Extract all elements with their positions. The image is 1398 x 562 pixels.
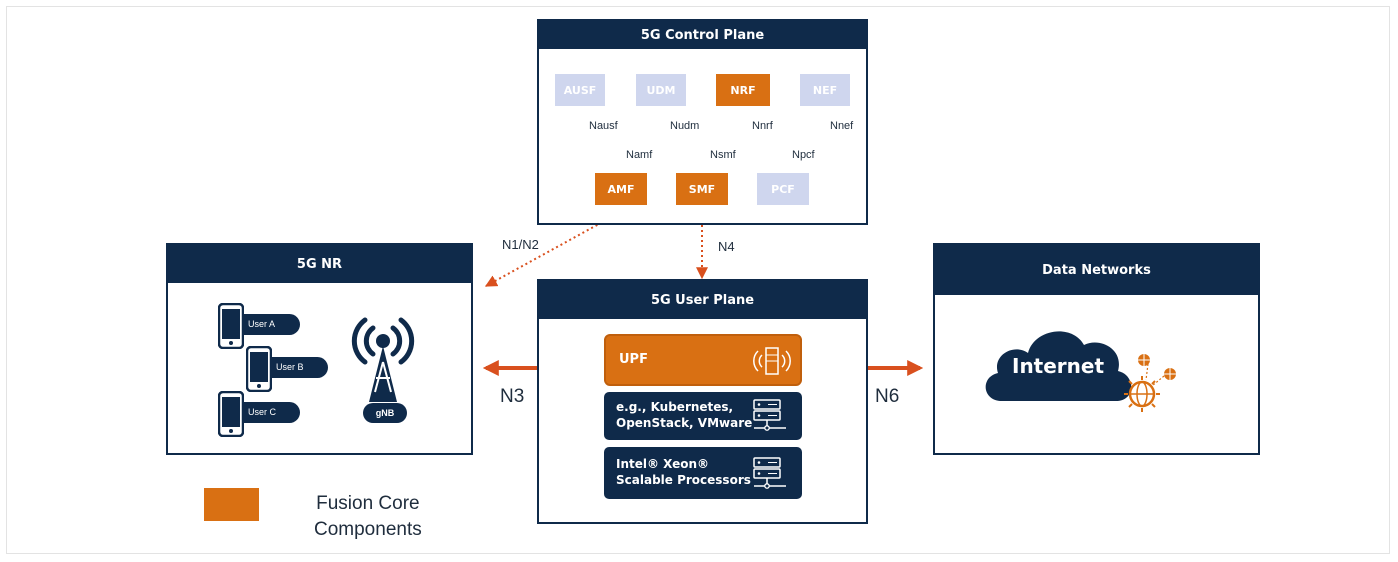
namf-label: Namf: [626, 149, 653, 161]
user-a-label: User A: [238, 314, 300, 335]
cloud-icon: [985, 331, 1132, 401]
nr-title: 5G NR: [168, 245, 471, 283]
n4-label: N4: [718, 239, 735, 254]
upf-block: UPF: [604, 334, 802, 386]
hardware-line1: Intel® Xeon®: [616, 457, 710, 471]
nef-function: NEF: [800, 74, 850, 106]
nrf-function: NRF: [716, 74, 770, 106]
n1n2-link: [484, 207, 630, 287]
control-plane-title: 5G Control Plane: [539, 21, 866, 49]
server-rack-icon: [753, 399, 786, 431]
nudm-label: Nudm: [670, 120, 700, 132]
legend-label-line1: Fusion Core: [316, 493, 420, 514]
nsmf-label: Nsmf: [710, 149, 736, 161]
globe-network-icon: [1124, 354, 1176, 412]
nausf-label: Nausf: [589, 120, 618, 132]
phone-icon: [218, 391, 244, 437]
n6-label: N6: [875, 386, 900, 407]
hardware-line2: Scalable Processors: [616, 473, 751, 487]
udm-function: UDM: [636, 74, 686, 106]
hardware-block: Intel® Xeon® Scalable Processors: [604, 447, 802, 499]
nr-panel: 5G NR: [166, 243, 473, 455]
nnef-label: Nnef: [830, 120, 854, 132]
npcf-label: Npcf: [792, 149, 815, 161]
upf-label: UPF: [619, 352, 648, 367]
n1n2-label: N1/N2: [502, 237, 539, 252]
server-signal-icon: [753, 347, 791, 375]
legend-swatch: [204, 488, 259, 521]
user-c-label: User C: [238, 402, 300, 423]
phone-icon: [246, 346, 272, 392]
nnrf-label: Nnrf: [752, 120, 773, 132]
gnb-label: gNB: [363, 403, 407, 423]
cell-tower-icon: [351, 317, 415, 402]
legend-label-line2: Components: [314, 519, 422, 540]
user-plane-title: 5G User Plane: [539, 281, 866, 319]
platform-line1: e.g., Kubernetes,: [616, 400, 734, 414]
n3-label: N3: [500, 386, 525, 407]
data-networks-title: Data Networks: [935, 245, 1258, 295]
legend-label: Fusion Core Components: [314, 491, 422, 543]
ausf-function: AUSF: [555, 74, 605, 106]
diagram-frame: [6, 6, 1390, 554]
server-rack-icon: [753, 457, 786, 489]
platform-line2: OpenStack, VMware: [616, 416, 753, 430]
smf-function: SMF: [676, 173, 728, 205]
pcf-function: PCF: [757, 173, 809, 205]
amf-function: AMF: [595, 173, 647, 205]
platform-block: e.g., Kubernetes, OpenStack, VMware: [604, 392, 802, 440]
user-b-label: User B: [266, 357, 328, 378]
internet-label: Internet: [1012, 354, 1105, 378]
phone-icon: [218, 303, 244, 349]
